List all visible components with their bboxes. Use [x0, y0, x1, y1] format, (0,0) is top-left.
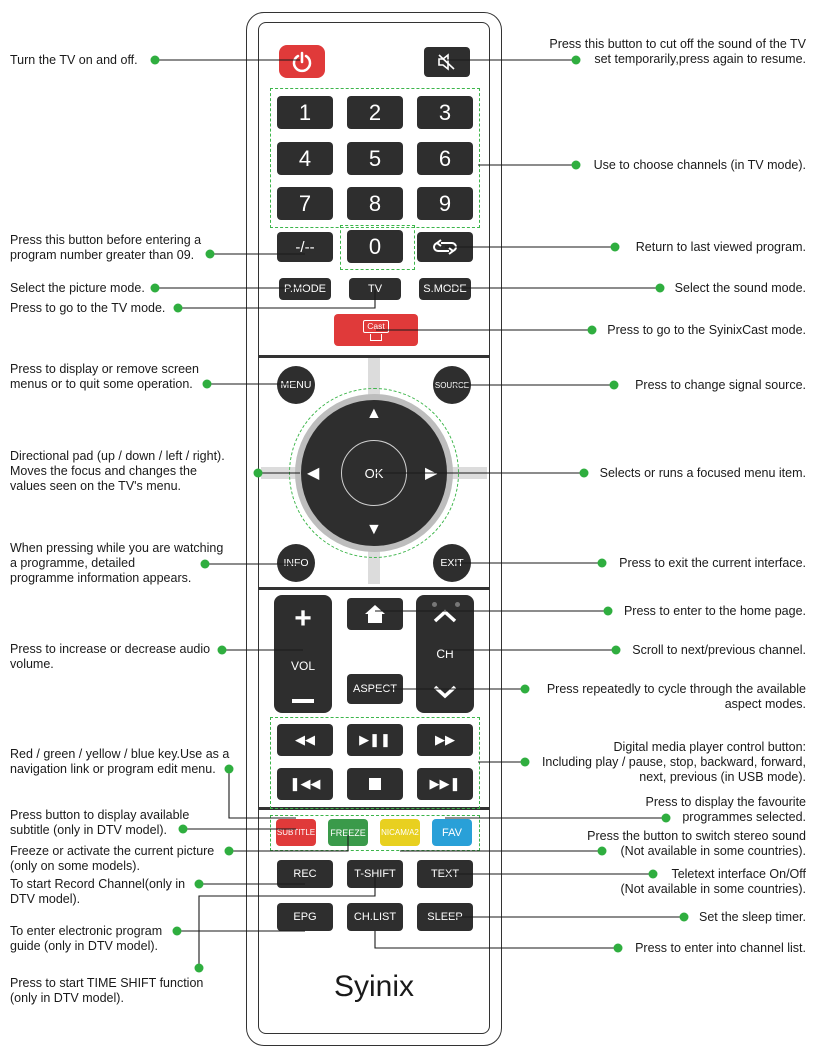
smode-button[interactable]: S.MODE	[419, 278, 471, 300]
label-media: Digital media player control button: Inc…	[541, 740, 806, 784]
num-9-button[interactable]: 9	[417, 187, 473, 220]
num-4-button[interactable]: 4	[277, 142, 333, 175]
label-cast: Press to go to the SyinixCast mode.	[607, 323, 806, 337]
brand-logo: Syinix	[333, 970, 415, 1003]
tv-button[interactable]: TV	[349, 278, 401, 300]
channel-rocker[interactable]: CH	[416, 595, 474, 713]
fav-button[interactable]: FAV	[432, 819, 472, 846]
next-icon: ▶▶❚	[429, 776, 461, 791]
label-color-keys: Red / green / yellow / blue key.Use as a…	[10, 747, 230, 776]
label-dash: Press this button before entering a prog…	[10, 233, 202, 262]
cast-label: Cast	[363, 319, 389, 333]
label-sleep: Set the sleep timer.	[698, 910, 806, 924]
label-ch: Scroll to next/previous channel.	[632, 643, 806, 657]
volume-rocker[interactable]: + VOL	[274, 595, 332, 713]
label-ok: Selects or runs a focused menu item.	[599, 466, 806, 480]
label-return: Return to last viewed program.	[635, 240, 806, 254]
power-button[interactable]	[279, 45, 325, 78]
media-group	[270, 717, 480, 809]
mute-button[interactable]	[424, 47, 470, 77]
label-pmode: Select the picture mode.	[10, 281, 145, 295]
label-mute: Press this button to cut off the sound o…	[549, 37, 806, 66]
volume-up-icon[interactable]: +	[294, 602, 312, 635]
down-arrow-icon[interactable]: ▼	[366, 521, 382, 538]
rec-button[interactable]: REC	[277, 860, 333, 888]
menu-button[interactable]: MENU	[277, 366, 315, 404]
label-menu: Press to display or remove screen menus …	[10, 362, 199, 391]
label-text: Teletext interface On/Off (Not available…	[620, 867, 807, 896]
next-button[interactable]: ▶▶❚	[417, 768, 473, 800]
label-info: When pressing while you are watching a p…	[10, 541, 224, 585]
label-dpad: Directional pad (up / down / left / righ…	[10, 449, 225, 493]
label-tshift: Press to start TIME SHIFT function (only…	[10, 976, 204, 1005]
home-button[interactable]	[347, 598, 403, 630]
label-tv: Press to go to the TV mode.	[10, 301, 166, 315]
pmode-button[interactable]: P.MODE	[279, 278, 331, 300]
remote-inner-outline	[258, 22, 490, 1034]
fast-forward-button[interactable]: ▶▶	[417, 724, 473, 756]
zero-group	[340, 225, 415, 270]
previous-icon: ❚◀◀	[289, 776, 321, 791]
num-8-button[interactable]: 8	[347, 187, 403, 220]
volume-down-icon[interactable]	[292, 699, 314, 703]
label-channels: Use to choose channels (in TV mode).	[593, 158, 806, 172]
color-group	[270, 815, 480, 851]
label-exit: Press to exit the current interface.	[619, 556, 806, 570]
label-nicam: Press the button to switch stereo sound …	[587, 829, 806, 858]
stop-button[interactable]	[347, 768, 403, 800]
num-1-button[interactable]: 1	[277, 96, 333, 129]
num-2-button[interactable]: 2	[347, 96, 403, 129]
num-6-button[interactable]: 6	[417, 142, 473, 175]
label-smode: Select the sound mode.	[674, 281, 806, 295]
divider	[258, 355, 490, 358]
return-icon	[433, 239, 457, 255]
stop-icon	[369, 778, 381, 790]
play-pause-button[interactable]: ▶❚❚	[347, 724, 403, 756]
led-dot	[432, 602, 437, 607]
label-epg: To enter electronic program guide (only …	[10, 924, 163, 953]
epg-button[interactable]: EPG	[277, 903, 333, 931]
num-3-button[interactable]: 3	[417, 96, 473, 129]
label-subtitle: Press button to display available subtit…	[10, 808, 190, 837]
up-arrow-icon[interactable]: ▲	[366, 405, 382, 422]
subtitle-button[interactable]: SUBTITLE	[276, 819, 316, 846]
dash-button[interactable]: -/--	[277, 232, 333, 262]
channel-down-icon[interactable]	[433, 685, 457, 699]
volume-label: VOL	[290, 659, 315, 673]
led-dot	[455, 602, 460, 607]
label-freeze: Freeze or activate the current picture (…	[10, 844, 215, 873]
divider	[258, 587, 490, 590]
nicam-button[interactable]: NICAM/A2	[380, 819, 420, 846]
label-chlist: Press to enter into channel list.	[635, 941, 806, 955]
num-7-button[interactable]: 7	[277, 187, 333, 220]
fast-forward-icon: ▶▶	[435, 732, 455, 747]
mute-icon	[438, 53, 455, 71]
remote-outline	[246, 12, 502, 1046]
chlist-button[interactable]: CH.LIST	[347, 903, 403, 931]
left-arrow-icon[interactable]: ◀	[307, 465, 320, 482]
label-aspect: Press repeatedly to cycle through the av…	[546, 682, 806, 711]
numpad-group	[270, 88, 480, 228]
num-0-button[interactable]: 0	[347, 230, 403, 263]
label-source: Press to change signal source.	[635, 378, 806, 392]
previous-button[interactable]: ❚◀◀	[277, 768, 333, 800]
num-5-button[interactable]: 5	[347, 142, 403, 175]
label-home: Press to enter to the home page.	[623, 604, 806, 618]
label-rec: To start Record Channel(only in DTV mode…	[10, 877, 186, 906]
label-fav: Press to display the favourite programme…	[645, 795, 807, 824]
label-vol: Press to increase or decrease audio volu…	[10, 642, 211, 671]
info-button[interactable]: INFO	[277, 544, 315, 582]
rewind-button[interactable]: ◀◀	[277, 724, 333, 756]
rewind-icon: ◀◀	[295, 732, 315, 747]
channel-up-icon[interactable]	[433, 609, 457, 623]
cast-icon	[370, 333, 382, 341]
play-pause-icon: ▶❚❚	[359, 732, 391, 747]
home-icon	[365, 605, 385, 623]
label-power: Turn the TV on and off.	[10, 53, 138, 67]
